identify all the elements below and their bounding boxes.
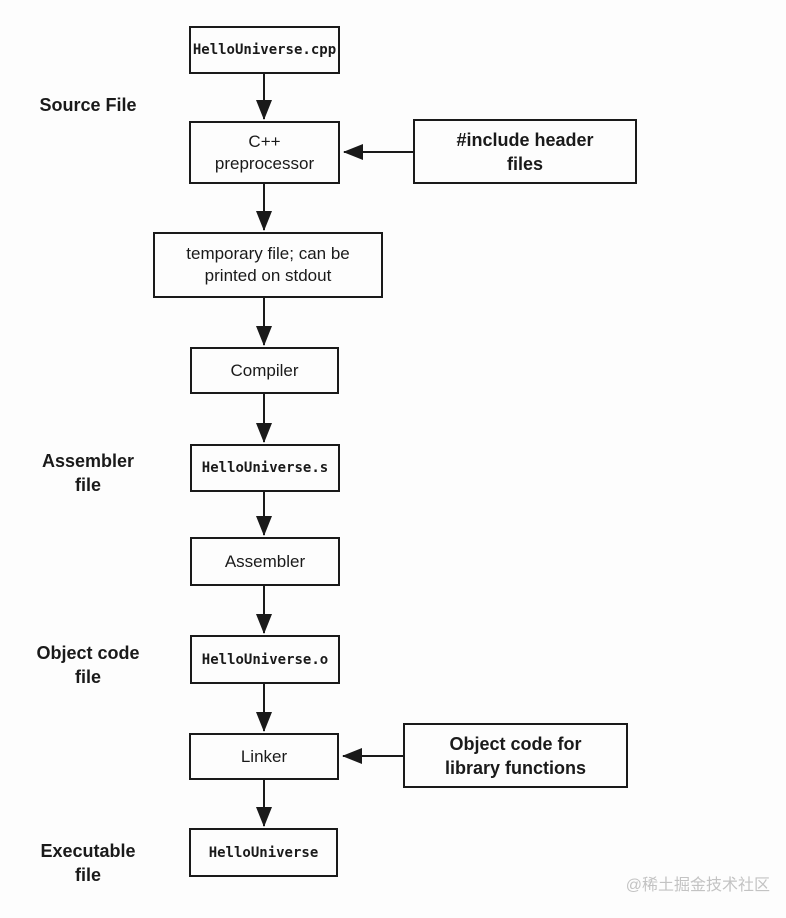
node-object-file: HelloUniverse.o — [190, 635, 340, 684]
node-temp-file: temporary file; can be printed on stdout — [153, 232, 383, 298]
label-executable-file: Executable file — [40, 841, 136, 885]
label-assembler-file: Assembler file — [41, 451, 135, 495]
node-preprocessor: C++ preprocessor — [189, 121, 340, 184]
node-compiler: Compiler — [190, 347, 339, 394]
node-linker: Linker — [189, 733, 339, 780]
node-library-objects: Object code for library functions — [403, 723, 628, 788]
node-assembler: Assembler — [190, 537, 340, 586]
watermark-text: @稀土掘金技术社区 — [625, 877, 770, 894]
label-object-code-file: Object code file — [36, 643, 140, 687]
node-assembly-file: HelloUniverse.s — [190, 444, 340, 492]
label-source-file: Source File — [39, 95, 137, 115]
node-executable: HelloUniverse — [189, 828, 338, 877]
node-include-headers: #include header files — [413, 119, 637, 184]
node-source-file: HelloUniverse.cpp — [189, 26, 340, 74]
